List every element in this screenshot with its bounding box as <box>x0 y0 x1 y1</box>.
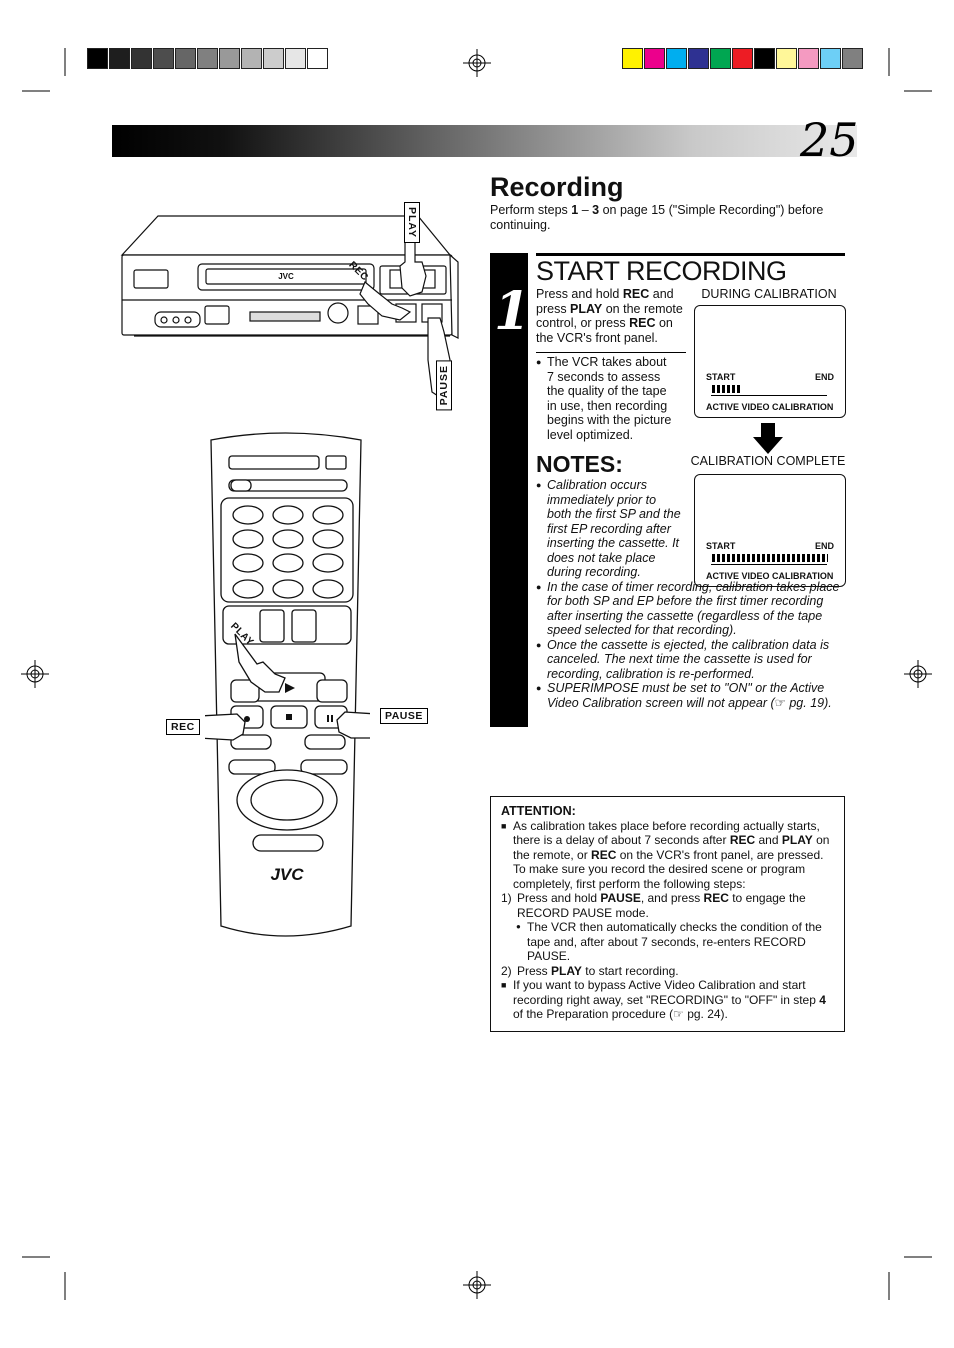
calibration-swatch <box>241 48 262 69</box>
calibration-swatch <box>798 48 819 69</box>
step-instruction: Press and hold REC and press PLAY on the… <box>536 287 683 345</box>
calibration-swatch <box>219 48 240 69</box>
calibration-swatch <box>131 48 152 69</box>
notes-list: Calibration occurs immediately prior to … <box>536 478 846 710</box>
calibration-swatch <box>175 48 196 69</box>
down-arrow-icon <box>753 423 783 454</box>
calibration-swatch <box>87 48 108 69</box>
remote-brand-logo: JVC <box>270 865 304 884</box>
vcr-pause-label: PAUSE <box>436 360 452 411</box>
registration-target-top <box>463 49 491 77</box>
calibration-swatch <box>622 48 643 69</box>
calibration-swatch <box>754 48 775 69</box>
calibration-swatch <box>666 48 687 69</box>
calibration-swatch <box>197 48 218 69</box>
calibration-scale <box>711 395 827 396</box>
calibration-scale <box>711 564 827 565</box>
step-bullet: The VCR takes about 7 seconds to assess … <box>536 355 676 442</box>
calibration-swatch <box>732 48 753 69</box>
attention-paragraph: If you want to bypass Active Video Calib… <box>501 978 834 1022</box>
screen-end-label: END <box>814 372 834 382</box>
note-item: SUPERIMPOSE must be set to "ON" or the A… <box>536 681 846 710</box>
step-bar <box>490 253 528 727</box>
remote-pause-label: PAUSE <box>380 708 428 724</box>
screen-bar-label: ACTIVE VIDEO CALIBRATION <box>706 402 834 412</box>
intro-text: Perform steps 1 – 3 on page 15 ("Simple … <box>490 203 824 232</box>
step-title: START RECORDING <box>536 256 787 286</box>
note-item: Calibration occurs immediately prior to … <box>536 478 682 580</box>
calibration-swatch <box>820 48 841 69</box>
attention-paragraph: As calibration takes place before record… <box>501 819 834 892</box>
registration-target-right <box>904 660 932 688</box>
calibration-swatch <box>285 48 306 69</box>
calibration-progress-bar <box>712 554 828 562</box>
calibration-complete-caption: CALIBRATION COMPLETE <box>690 454 846 468</box>
calibration-swatch <box>710 48 731 69</box>
calibration-swatch <box>109 48 130 69</box>
attention-box: ATTENTION: As calibration takes place be… <box>490 796 845 1032</box>
calibration-swatch <box>842 48 863 69</box>
calibration-swatch <box>644 48 665 69</box>
section-title: Recording <box>490 172 624 202</box>
page-number: 25 <box>800 113 859 167</box>
calibration-swatch <box>263 48 284 69</box>
vcr-brand-logo: JVC <box>278 272 294 281</box>
attention-title: ATTENTION: <box>501 804 576 818</box>
note-item: In the case of timer recording, calibrat… <box>536 580 846 638</box>
calibration-swatch <box>688 48 709 69</box>
during-calibration-screen: START END ACTIVE VIDEO CALIBRATION <box>694 305 846 418</box>
screen-start-label: START <box>706 541 736 551</box>
notes-title: NOTES: <box>536 451 623 477</box>
remote-illustration: JVC <box>205 432 370 937</box>
registration-target-left <box>21 660 49 688</box>
instruction-divider <box>536 352 686 353</box>
screen-start-label: START <box>706 372 736 382</box>
during-calibration-caption: DURING CALIBRATION <box>701 287 837 301</box>
step-top-rule <box>536 253 845 256</box>
vcr-play-label: PLAY <box>404 202 420 244</box>
calibration-swatch <box>776 48 797 69</box>
calibration-complete-screen: START END ACTIVE VIDEO CALIBRATION <box>694 474 846 587</box>
screen-end-label: END <box>814 541 834 551</box>
attention-step-1: 1)Press and hold PAUSE, and press REC to… <box>501 891 806 920</box>
attention-step-1-sub: The VCR then automatically checks the co… <box>501 920 834 964</box>
step-number: 1 <box>494 281 531 342</box>
registration-target-bottom <box>463 1271 491 1299</box>
step-bullet-list: The VCR takes about 7 seconds to assess … <box>536 355 676 442</box>
remote-rec-label: REC <box>166 719 200 735</box>
header-gradient-band <box>112 125 857 157</box>
screen-bar-label: ACTIVE VIDEO CALIBRATION <box>706 571 834 581</box>
calibration-progress-bar <box>712 385 741 393</box>
note-item: Once the cassette is ejected, the calibr… <box>536 638 846 682</box>
calibration-swatch <box>153 48 174 69</box>
calibration-swatch <box>307 48 328 69</box>
attention-step-2: 2)Press PLAY to start recording. <box>501 963 679 978</box>
